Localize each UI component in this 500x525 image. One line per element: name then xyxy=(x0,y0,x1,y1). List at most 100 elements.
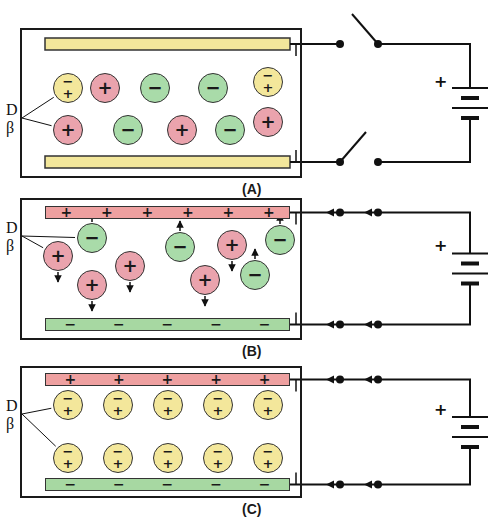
charge-sign: − xyxy=(113,319,125,330)
battery-polarity: + xyxy=(434,238,447,254)
plate-terminal xyxy=(295,473,297,485)
negative-ion: − xyxy=(165,232,195,262)
panel-label: (B) xyxy=(242,343,261,359)
capacitor-panel: (A)−++−−−++−+−+ xyxy=(20,28,302,178)
terminal-dot xyxy=(374,209,382,217)
plate-terminal xyxy=(295,380,297,392)
wire xyxy=(340,324,378,326)
charge-sign: + xyxy=(263,207,275,218)
positive-ion: + xyxy=(90,73,120,103)
battery-cell xyxy=(461,425,479,429)
polarity-sign: + xyxy=(97,79,112,97)
plate-terminal xyxy=(295,44,297,56)
current-arrow xyxy=(364,209,372,217)
battery-cell xyxy=(461,445,479,449)
polarity-sign: + xyxy=(84,276,99,294)
leader-line xyxy=(22,408,51,414)
wire xyxy=(290,43,340,45)
charge-sign: − xyxy=(64,479,76,490)
dielectric-label: D xyxy=(6,398,18,414)
negative-ion: − xyxy=(77,223,107,253)
battery-cell xyxy=(461,96,479,100)
polarity-sign: − xyxy=(163,393,174,405)
force-arrow xyxy=(91,301,93,311)
wire xyxy=(340,379,378,381)
dielectric-label: D xyxy=(6,220,18,236)
terminal-dot xyxy=(374,158,382,166)
polarity-sign: − xyxy=(263,70,274,82)
dielectric-label: β xyxy=(6,120,14,136)
negative-ion: − xyxy=(215,115,245,145)
leader-line xyxy=(22,236,75,238)
charge-sign: + xyxy=(259,374,271,385)
dipole-molecule: −+ xyxy=(53,443,83,473)
terminal-dot xyxy=(374,321,382,329)
leader-line xyxy=(22,414,56,446)
plate-terminal xyxy=(295,213,297,225)
current-arrow xyxy=(326,481,334,489)
charge-sign: − xyxy=(113,479,125,490)
polarity-sign: + xyxy=(63,405,74,417)
charge-sign: + xyxy=(101,207,113,218)
battery-polarity: + xyxy=(434,74,447,90)
polarity-sign: − xyxy=(63,446,74,458)
polarity-sign: + xyxy=(50,247,65,265)
charge-sign: + xyxy=(210,374,222,385)
charge-sign: − xyxy=(64,319,76,330)
positive-ion: + xyxy=(253,107,283,137)
negative-ion: − xyxy=(265,225,295,255)
dipole-molecule: −+ xyxy=(253,67,283,97)
polarity-sign: + xyxy=(113,405,124,417)
polarity-sign: + xyxy=(224,236,239,254)
battery-cell xyxy=(452,273,488,275)
polarity-sign: − xyxy=(172,238,187,256)
wire xyxy=(378,284,470,325)
terminal-dot xyxy=(336,376,344,384)
terminal-dot xyxy=(336,158,344,166)
polarity-sign: − xyxy=(120,121,135,139)
panel-label: (A) xyxy=(242,181,261,197)
polarity-sign: + xyxy=(213,405,224,417)
polarity-sign: + xyxy=(263,82,274,94)
battery-cell xyxy=(452,107,488,109)
polarity-sign: + xyxy=(263,405,274,417)
wire xyxy=(378,44,470,88)
terminal-dot xyxy=(374,376,382,384)
current-arrow xyxy=(326,321,334,329)
polarity-sign: + xyxy=(113,458,124,470)
force-arrow xyxy=(231,261,233,271)
terminal-dot xyxy=(336,321,344,329)
charge-sign: + xyxy=(162,374,174,385)
polarity-sign: − xyxy=(263,393,274,405)
polarity-sign: − xyxy=(213,446,224,458)
positive-ion: + xyxy=(115,251,145,281)
charge-sign: − xyxy=(210,319,222,330)
charge-sign: − xyxy=(210,479,222,490)
dipole-molecule: −+ xyxy=(53,390,83,420)
dipole-molecule: −+ xyxy=(53,73,83,103)
leader-line xyxy=(22,118,52,126)
terminal-dot xyxy=(336,40,344,48)
battery-cell xyxy=(452,253,488,255)
force-arrow xyxy=(204,296,206,306)
terminal-dot xyxy=(374,40,382,48)
polarity-sign: − xyxy=(63,76,74,88)
polarity-sign: + xyxy=(122,257,137,275)
wire xyxy=(352,14,378,44)
force-arrow xyxy=(129,282,131,292)
dielectric-label: β xyxy=(6,416,14,432)
current-arrow xyxy=(326,209,334,217)
force-arrow xyxy=(254,249,256,259)
polarity-sign: − xyxy=(113,446,124,458)
polarity-sign: − xyxy=(205,79,220,97)
terminal-dot xyxy=(336,481,344,489)
negative-ion: − xyxy=(140,73,170,103)
dielectric-label: D xyxy=(6,102,18,118)
plate-terminal xyxy=(295,313,297,325)
polarity-sign: − xyxy=(272,231,287,249)
polarity-sign: − xyxy=(113,393,124,405)
terminal-dot xyxy=(336,209,344,217)
negative-ion: − xyxy=(240,260,270,290)
wire xyxy=(340,484,378,486)
positive-plate: ++++++ xyxy=(45,206,290,219)
